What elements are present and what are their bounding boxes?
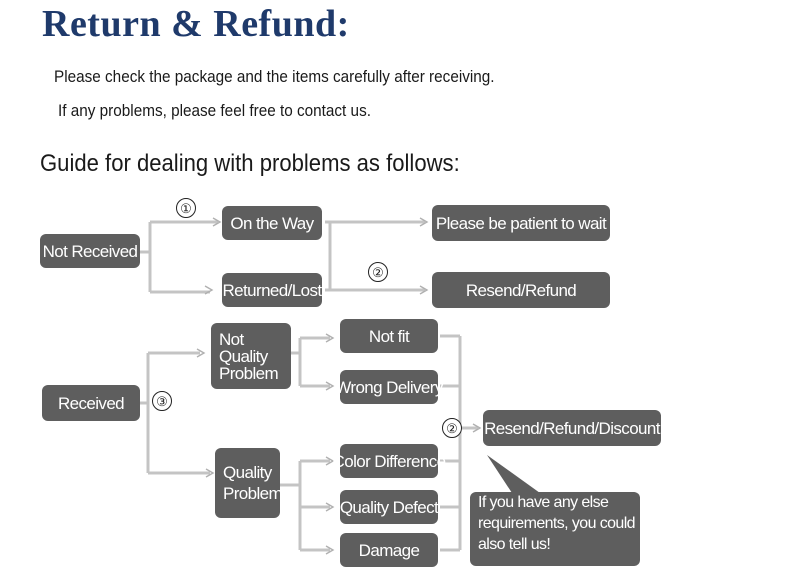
- node-quality-problem: Quality Problem: [215, 448, 283, 518]
- node-not-fit: Not fit: [340, 319, 438, 353]
- callout-text: If you have any else requirements, you c…: [478, 494, 636, 553]
- intro-line-1: Please check the package and the items c…: [54, 67, 495, 86]
- node-received: Received: [42, 385, 140, 421]
- marker-two-bottom: ②: [442, 418, 462, 438]
- node-color-difference: Color Difference: [333, 444, 446, 478]
- node-resend-refund-discount: Resend/Refund/Discount: [483, 410, 661, 446]
- node-on-the-way: On the Way: [222, 206, 322, 240]
- intro-line-2: If any problems, please feel free to con…: [58, 101, 371, 120]
- node-quality-defect: Quality Defect: [340, 490, 439, 524]
- marker-one: ①: [176, 198, 196, 218]
- marker-three: ③: [152, 391, 172, 411]
- node-returned-lost: Returned/Lost: [222, 273, 322, 307]
- node-please-be-patient: Please be patient to wait: [432, 205, 610, 241]
- node-damage: Damage: [340, 533, 438, 567]
- node-not-received: Not Received: [40, 234, 140, 268]
- node-wrong-delivery: Wrong Delivery: [335, 370, 443, 404]
- page-title: Return & Refund:: [42, 3, 350, 45]
- speech-bubble-icon: [470, 492, 640, 566]
- node-resend-refund: Resend/Refund: [432, 272, 610, 308]
- node-not-quality-problem: Not Quality Problem: [211, 323, 291, 389]
- marker-two-top: ②: [368, 262, 388, 282]
- guide-heading: Guide for dealing with problems as follo…: [40, 150, 460, 177]
